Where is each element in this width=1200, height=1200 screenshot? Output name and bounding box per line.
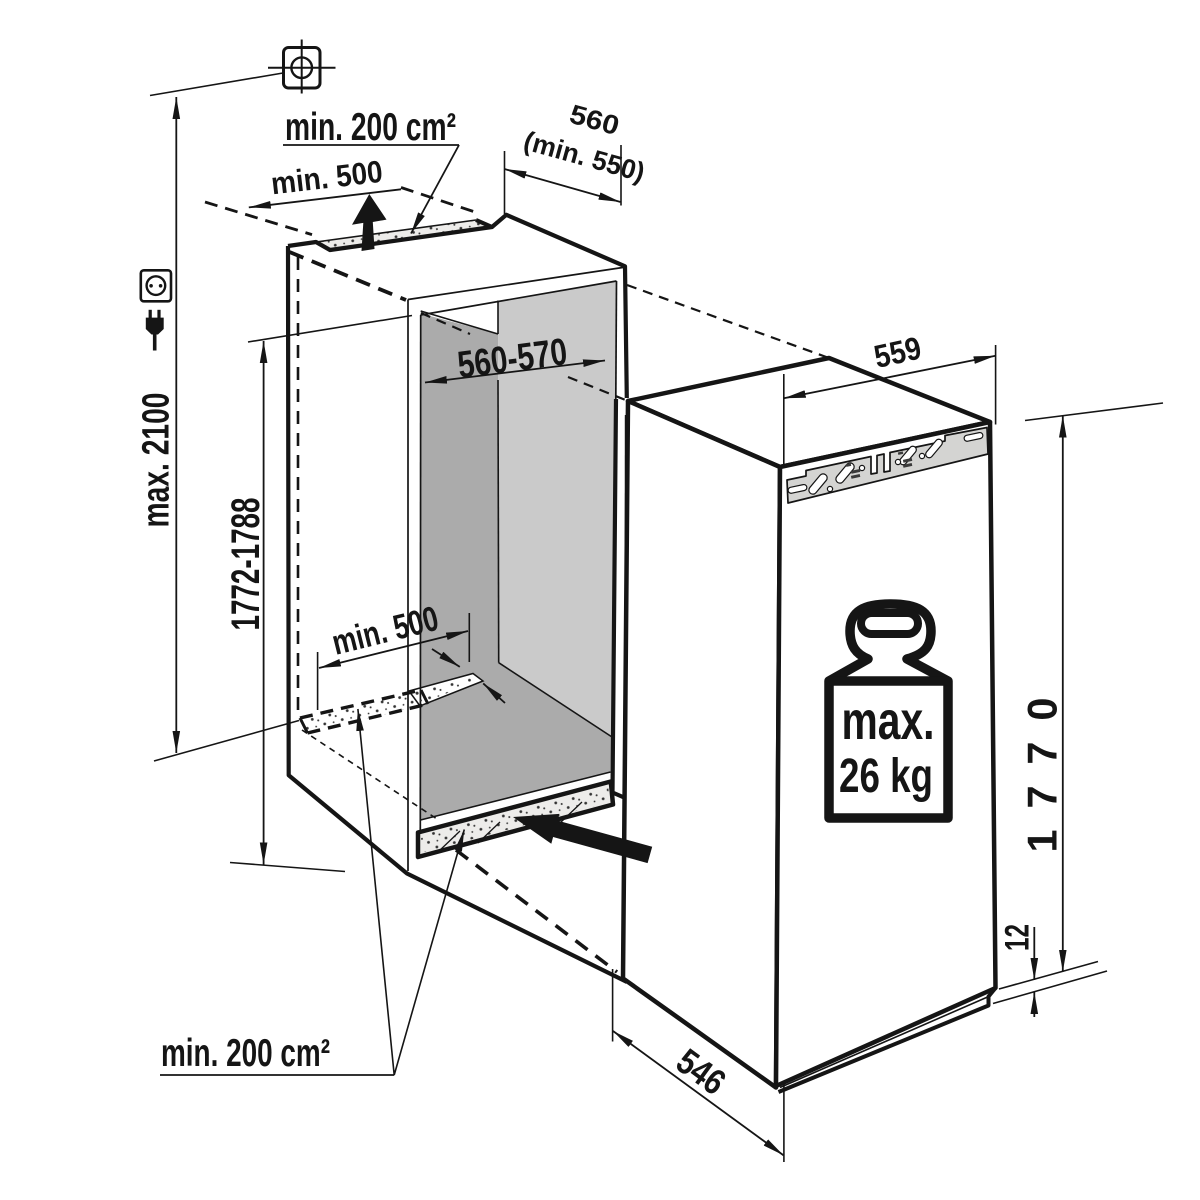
svg-text:26 kg: 26 kg xyxy=(839,750,933,803)
svg-text:12: 12 xyxy=(999,924,1037,951)
svg-text:max. 2100: max. 2100 xyxy=(136,393,178,528)
svg-text:max.: max. xyxy=(842,691,935,751)
svg-text:min. 200 cm²: min. 200 cm² xyxy=(161,1032,330,1075)
svg-text:min. 200 cm²: min. 200 cm² xyxy=(285,106,456,149)
svg-text:1772-1788: 1772-1788 xyxy=(224,498,268,631)
